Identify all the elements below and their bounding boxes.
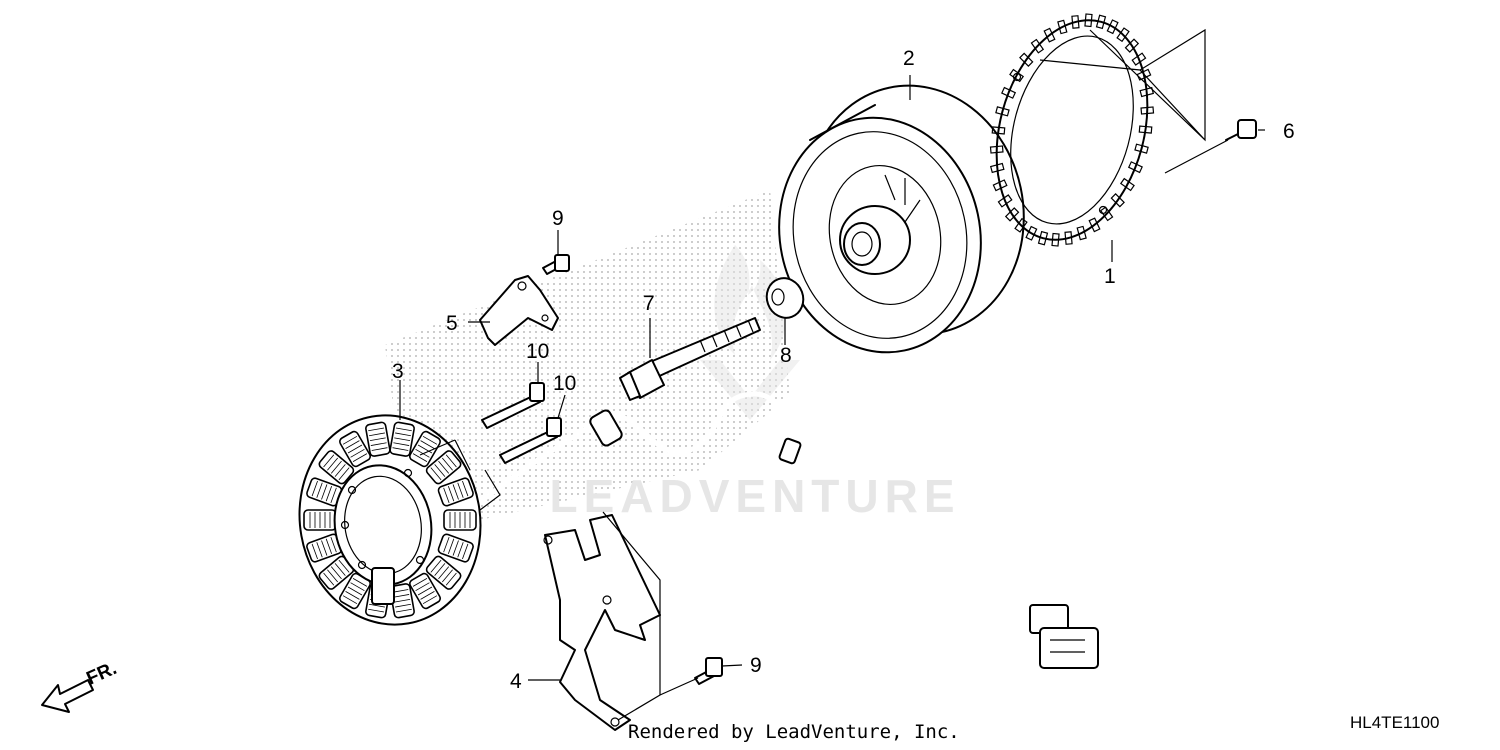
callout-4: 4 <box>510 670 522 693</box>
wire-clamp[interactable] <box>479 275 559 346</box>
callout-2: 2 <box>903 47 915 70</box>
front-direction-arrow-icon <box>41 679 94 713</box>
watermark-text: LEADVENTURE <box>549 470 960 522</box>
callout-5: 5 <box>446 312 458 335</box>
render-credit: Rendered by LeadVenture, Inc. <box>628 721 960 743</box>
callout-10-upper: 10 <box>526 340 549 363</box>
bolt-6[interactable] <box>1225 119 1257 141</box>
callout-3: 3 <box>392 360 404 383</box>
stator-bolt-lower[interactable] <box>499 417 562 464</box>
flywheel-bolt[interactable] <box>619 317 761 401</box>
bolt-9-bottom[interactable] <box>694 657 723 685</box>
callout-9-bottom: 9 <box>750 654 762 677</box>
callout-7: 7 <box>643 292 655 315</box>
bolt-9-top[interactable] <box>542 254 570 275</box>
callout-6: 6 <box>1283 120 1295 143</box>
callout-1: 1 <box>1104 265 1116 288</box>
flywheel[interactable] <box>758 65 1047 371</box>
callout-8: 8 <box>780 344 792 367</box>
stator-cover-plate[interactable] <box>543 514 661 731</box>
washer[interactable] <box>761 273 809 323</box>
stator[interactable] <box>283 401 497 639</box>
stipple-shading <box>385 190 790 520</box>
diagram-code: HL4TE1100 <box>1350 713 1439 732</box>
callout-10-lower: 10 <box>553 372 576 395</box>
stator-bolt-upper[interactable] <box>481 382 545 429</box>
front-direction-label: FR. <box>83 658 120 690</box>
pulser-ring[interactable] <box>973 3 1170 257</box>
harness-connector[interactable] <box>1029 604 1099 669</box>
wiring-harness[interactable] <box>451 391 1051 658</box>
assembly-lines <box>399 28 1265 721</box>
callout-9-top: 9 <box>552 207 564 230</box>
